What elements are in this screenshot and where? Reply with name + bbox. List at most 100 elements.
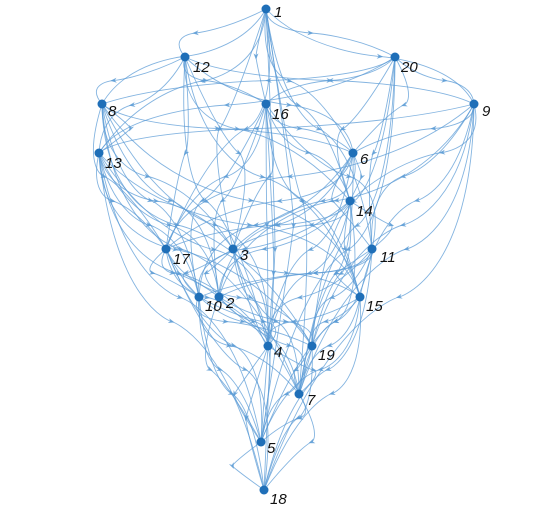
edge-11-to-2 [218,248,373,298]
edge-20-to-11 [368,56,396,250]
edge-5-to-18 [228,441,265,491]
edge-10-to-5 [198,296,262,443]
edge-3-to-2 [203,248,234,298]
edge-20-to-6 [352,56,409,154]
node-label-5: 5 [267,440,276,457]
edge-12-to-6 [184,56,354,154]
edge-20-to-16 [265,56,396,105]
edge-17-to-7 [165,248,300,395]
edge-20-to-7 [298,56,396,395]
edge-13-to-17 [96,152,167,250]
edge-14-to-3 [232,200,351,250]
edge-10-to-7 [198,296,300,395]
edge-9-to-14 [349,103,477,202]
edge-6-to-17 [165,152,354,250]
edge-10-to-4 [198,296,277,347]
edge-1-to-6 [264,8,354,154]
edge-12-to-17 [165,56,190,250]
edge-11-to-4 [267,248,373,347]
edge-16-to-6 [265,103,354,154]
node-label-8: 8 [108,103,117,120]
edge-13-to-3 [98,152,234,250]
edge-14-to-2 [218,200,351,298]
node-7 [294,389,304,399]
edge-13-to-19 [98,152,313,347]
node-label-15: 15 [366,298,383,315]
node-label-3: 3 [240,247,249,264]
edge-15-to-18 [263,296,362,491]
edge-16-to-2 [213,103,267,298]
edge-9-to-7 [298,103,475,395]
edge-8-to-13 [98,103,135,154]
edge-11-to-15 [333,248,373,298]
edge-20-to-9 [394,56,475,105]
edge-13-to-5 [98,152,262,443]
edge-16-to-15 [265,103,361,298]
node-14 [345,196,355,206]
edge-15-to-19 [311,296,361,347]
edge-15-to-4 [266,296,361,347]
node-5 [256,437,266,447]
node-4 [263,341,273,351]
edge-2-to-5 [205,296,262,443]
edge-9-to-19 [311,103,475,347]
edge-4-to-5 [233,345,269,443]
node-label-12: 12 [193,59,210,76]
node-label-18: 18 [270,491,287,508]
node-13 [94,148,104,158]
edge-17-to-10 [148,248,200,298]
node-19 [307,341,317,351]
node-label-9: 9 [482,103,491,120]
edge-4-to-7 [267,345,317,395]
edge-17-to-19 [165,248,313,347]
node-18 [259,485,269,495]
edge-7-to-18 [263,393,316,491]
edge-17-to-18 [165,248,269,491]
node-20 [390,52,400,62]
node-9 [469,99,479,109]
edge-2-to-19 [218,296,314,347]
edge-17-to-4 [165,248,269,347]
edge-3-to-15 [232,248,361,298]
node-15 [355,292,365,302]
edge-20-to-8 [101,56,396,105]
edge-8-to-2 [101,103,220,298]
edge-2-to-7 [218,296,306,395]
edge-6-to-10 [198,152,354,298]
edge-20-to-5 [260,56,396,443]
node-8 [97,99,107,109]
edge-14-to-15 [341,200,361,298]
edge-16-to-10 [190,103,267,298]
node-17 [161,244,171,254]
edge-7-to-5 [260,393,307,443]
edge-15-to-7 [298,296,361,395]
node-16 [261,99,271,109]
edge-1-to-12 [178,8,267,58]
node-label-6: 6 [360,151,369,168]
node-label-11: 11 [380,249,396,266]
edge-1-to-20 [265,8,396,58]
node-1 [261,4,271,14]
edge-12-to-15 [184,56,361,298]
edge-12-to-8 [95,56,186,105]
node-10 [194,292,204,302]
edge-13-to-2 [98,152,220,298]
node-label-7: 7 [307,392,316,409]
edge-20-to-13 [98,56,396,154]
node-label-16: 16 [272,106,289,123]
node-3 [228,244,238,254]
edge-14-to-17 [165,200,351,250]
edge-16-to-3 [232,103,275,250]
edge-12-to-3 [184,56,246,250]
edge-12-to-13 [98,56,186,154]
edge-6-to-11 [328,152,373,250]
edge-6-to-14 [349,152,366,202]
edge-8-to-10 [101,103,200,298]
edge-9-to-13 [98,103,475,154]
edge-20-to-14 [336,56,396,202]
node-label-14: 14 [356,203,373,220]
edge-9-to-11 [371,103,475,250]
edges-layer [92,8,477,491]
node-label-1: 1 [274,4,282,21]
